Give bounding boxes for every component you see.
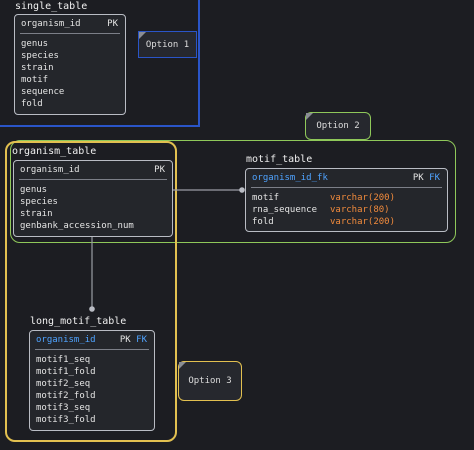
- field-row: genus: [20, 185, 48, 195]
- field-row: species: [20, 197, 58, 207]
- note-fold-icon: [139, 32, 146, 39]
- field-row: strain: [20, 209, 53, 219]
- field-row: motif varchar(200): [252, 193, 396, 203]
- long-motif-table-entity[interactable]: organism_id PK FK motif1_seq motif1_fold…: [29, 330, 155, 431]
- field-row: motif3_seq: [36, 403, 91, 413]
- field-row: motif1_fold: [36, 367, 96, 377]
- divider: [20, 33, 120, 34]
- option-2-label: Option 2: [316, 121, 360, 131]
- field-row: strain: [21, 63, 54, 73]
- field-row: motif2_fold: [36, 391, 96, 401]
- key-flags: PK FK: [120, 335, 147, 345]
- pk-flag: PK: [412, 173, 424, 183]
- field-row: fold: [21, 99, 43, 109]
- field-row: fold varchar(200): [252, 217, 396, 227]
- option-2-note[interactable]: Option 2: [305, 112, 371, 140]
- field-row: motif3_fold: [36, 415, 96, 425]
- field-row: rna_sequence varchar(80): [252, 205, 390, 215]
- motif-table-title: motif_table: [246, 154, 313, 165]
- field-row: genbank_accession_num: [20, 221, 134, 231]
- option-3-note[interactable]: Option 3: [178, 361, 242, 401]
- fk-flag: FK: [429, 173, 440, 183]
- key-flags: PK FK: [413, 173, 440, 183]
- divider: [35, 349, 149, 350]
- pk-flag: PK: [107, 19, 118, 29]
- field-row: motif2_seq: [36, 379, 91, 389]
- field-row: sequence: [21, 87, 65, 97]
- option-1-note[interactable]: Option 1: [138, 31, 197, 58]
- entity-header: organism_id PK FK: [30, 331, 154, 349]
- pk-flag: PK: [154, 165, 165, 175]
- entity-header: organism_id PK: [15, 15, 125, 33]
- note-fold-icon: [306, 113, 313, 120]
- single-table-group-frame: [0, 0, 200, 127]
- motif-table-entity[interactable]: organism_id_fk PK FK motif varchar(200) …: [245, 168, 448, 232]
- field-type: varchar(80): [330, 205, 390, 215]
- divider: [251, 187, 442, 188]
- entity-header: organism_id_fk PK FK: [246, 169, 447, 187]
- option-1-label: Option 1: [145, 39, 190, 50]
- field-row: motif1_seq: [36, 355, 91, 365]
- divider: [19, 179, 167, 180]
- single-table-entity[interactable]: organism_id PK genus species strain moti…: [14, 14, 126, 115]
- organism-table-entity[interactable]: organism_id PK genus species strain genb…: [13, 160, 173, 237]
- field-type: varchar(200): [330, 193, 396, 203]
- key-field: organism_id: [21, 19, 81, 29]
- key-field: organism_id: [36, 335, 96, 345]
- organism-table-group-frame: [5, 141, 177, 442]
- motif-link-endpoint: [239, 187, 245, 193]
- field-type: varchar(200): [330, 217, 396, 227]
- organism-table-title: organism_table: [12, 146, 97, 157]
- option-3-label: Option 3: [188, 376, 232, 386]
- motif-table-group-frame: [10, 140, 456, 243]
- long-motif-link-endpoint: [89, 306, 95, 312]
- key-field: organism_id_fk: [252, 173, 328, 183]
- field-row: genus: [21, 39, 49, 49]
- pk-flag: PK: [119, 335, 131, 345]
- single-table-title: single_table: [15, 1, 88, 12]
- field-row: motif: [21, 75, 49, 85]
- entity-header: organism_id PK: [14, 161, 172, 179]
- key-field: organism_id: [20, 165, 80, 175]
- fk-flag: FK: [136, 335, 147, 345]
- long-motif-table-title: long_motif_table: [30, 316, 127, 327]
- field-row: species: [21, 51, 59, 61]
- note-fold-icon: [179, 362, 186, 369]
